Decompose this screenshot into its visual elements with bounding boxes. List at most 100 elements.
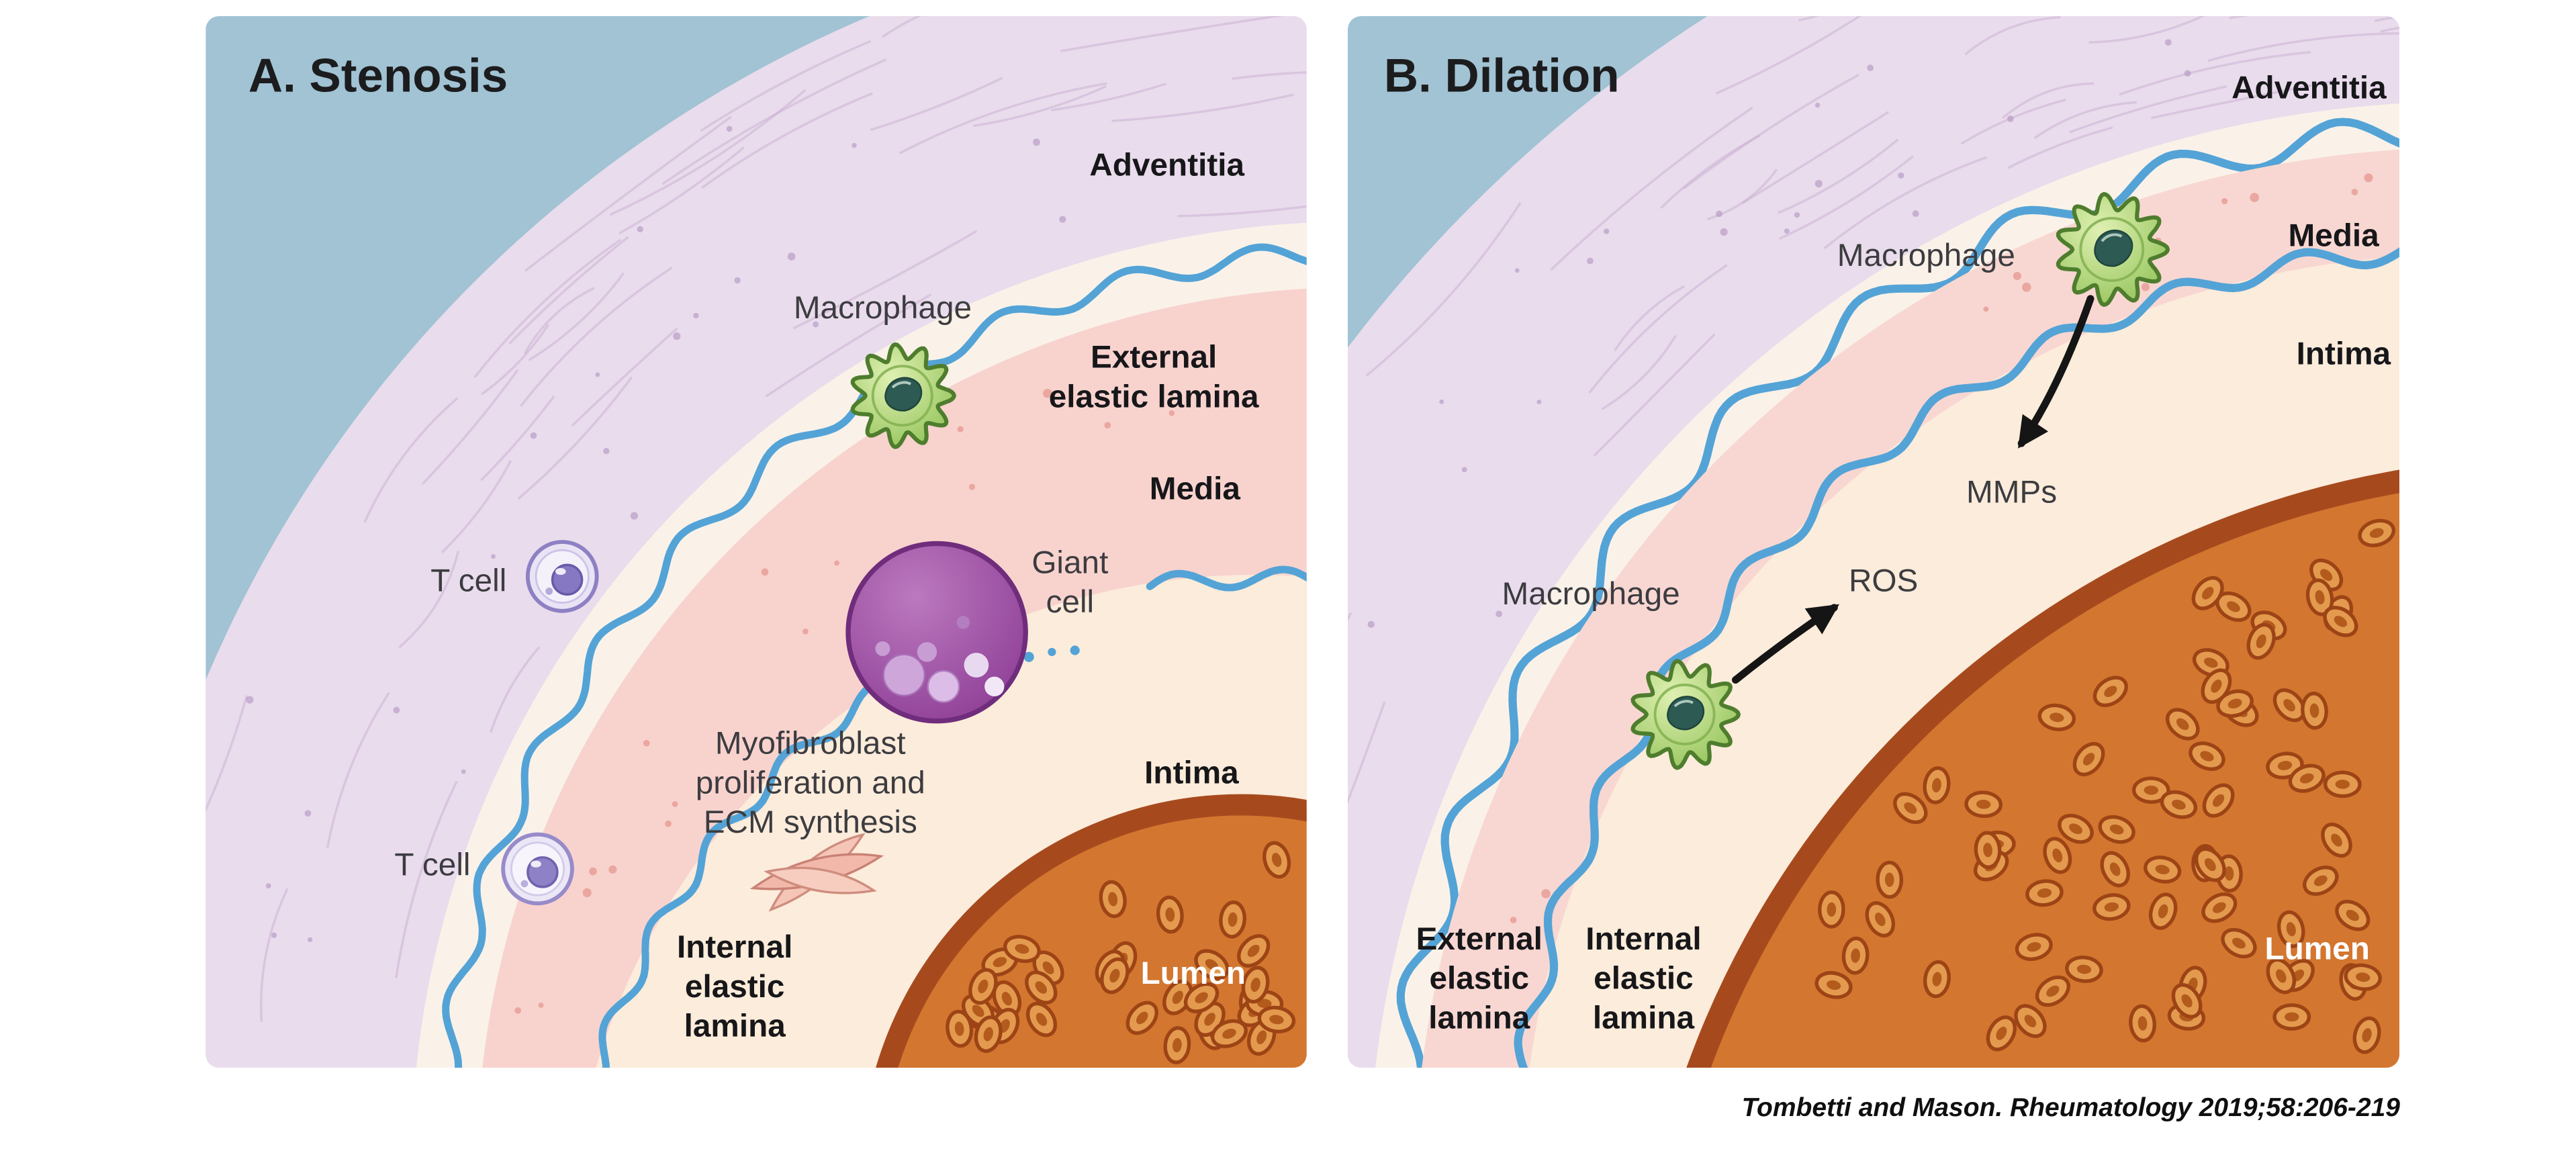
adventitia-fiber [481,324,550,396]
texture-dot [265,883,271,889]
red-blood-cell [2171,983,2203,1019]
texture-dot [726,126,733,132]
label-media: Media [2289,218,2380,254]
adventitia-fiber [1741,111,1889,204]
texture-dot [246,696,254,704]
giant-cell-vacuole [917,642,937,662]
red-blood-cell [2194,847,2226,882]
t-cell-upper [525,540,599,613]
label-myofibroblast: proliferation and [696,765,925,800]
texture-dot [1514,268,1520,273]
texture-dot [589,867,597,876]
red-blood-cell [2015,933,2053,962]
adventitia-fiber [882,16,1008,38]
texture-dot [582,888,592,898]
adventitia-fiber [490,646,541,733]
label-giant-cell: Giant [1031,545,1108,580]
red-blood-cell [1818,890,1845,929]
red-blood-cells [946,841,1296,1064]
texture-dot [761,568,769,576]
texture-dot [608,865,617,874]
texture-dot [1983,306,1989,312]
adventitia-fiber [260,888,289,1022]
texture-dot [2164,39,2172,46]
label-internal-lamina: elastic [1594,961,1694,997]
adventitia-fiber [1660,134,1761,210]
texture-dot [1059,216,1066,223]
texture-dot [1814,179,1823,188]
red-blood-cell [946,1009,974,1048]
myofibroblast [764,866,877,894]
red-blood-cell [2272,1003,2311,1031]
adventitia-fiber [398,551,460,649]
texture-dot [461,769,466,774]
label-adventitia: Adventitia [2232,70,2387,105]
t-cell-highlight [531,860,541,868]
label-external-lamina: elastic lamina [1049,379,1259,414]
texture-dot [665,820,672,827]
macrophage-inner-ring [871,365,933,427]
texture-dot [2351,189,2358,195]
texture-dot [304,810,312,817]
texture-dot [1104,422,1111,429]
red-blood-cell [1194,949,1230,980]
texture-dot [852,142,857,148]
red-blood-cell [1003,935,1041,964]
red-blood-cell [2148,892,2178,930]
red-blood-cell [968,968,998,1005]
texture-dot [491,554,496,559]
adventitia-fiber [1588,264,1728,394]
adventitia-fiber [326,692,390,848]
adventitia-fiber [1715,16,1900,95]
citation: Tombetti and Mason. Rheumatology 2019;58… [1741,1093,2400,1122]
adventitia-fiber [2007,126,2113,169]
texture-dot [2364,173,2373,183]
panel-a-title: A. Stenosis [248,50,508,103]
label-internal-lamina: Internal [1585,921,1701,957]
texture-dot [1867,64,1874,71]
red-blood-cell [2201,892,2238,923]
adventitia-fiber [792,230,978,330]
adventitia-fibers [205,16,1307,1022]
adventitia-fiber [1614,285,1685,352]
adventitia-fiber [973,85,1107,128]
giant-cell-vacuole [882,653,926,697]
label-internal-lamina: elastic [685,969,785,1005]
adventitia-fiber [473,238,622,378]
red-blood-cell [2276,910,2305,948]
red-blood-cell [2131,776,2170,804]
giant-cell [845,541,1028,724]
red-blood-cell [2065,956,2103,983]
red-blood-cell [2321,823,2352,858]
label-media: Media [1150,471,1241,506]
texture-dot [1794,212,1800,218]
label-adventitia: Adventitia [1089,147,1244,183]
giant-cell-vacuole [927,669,960,703]
texture-dot [1716,210,1722,218]
red-blood-cell [2344,963,2382,991]
adventitia-fiber [480,396,555,481]
macrophage-inner-ring [2079,217,2145,282]
red-blood-cell [1125,1001,1158,1035]
texture-dot [693,312,699,319]
giant-cell-vacuole [956,616,970,629]
texture-dot [1541,889,1551,898]
adventitia-fiber [1348,701,1386,858]
texture-dot [1814,102,1821,108]
adventitia-fiber [700,40,872,132]
red-blood-cell [1156,895,1184,934]
red-blood-cell [1025,970,1058,1005]
red-blood-cell [1841,936,1870,975]
label-giant-cell: cell [1046,584,1095,620]
adventitia-fiber [2207,32,2399,62]
red-blood-cell [2092,893,2131,921]
external-elastic-lamina [1377,111,2399,1068]
adventitia-fiber [1778,138,1899,214]
texture-dot [637,226,643,233]
label-external-lamina: elastic [1429,961,1529,997]
red-blood-cell [2189,741,2225,771]
myofibroblast-cells [749,833,884,912]
adventitia-fiber [2088,16,2220,44]
t-cell-highlight [555,567,566,575]
adventitia-fiber [618,146,745,234]
